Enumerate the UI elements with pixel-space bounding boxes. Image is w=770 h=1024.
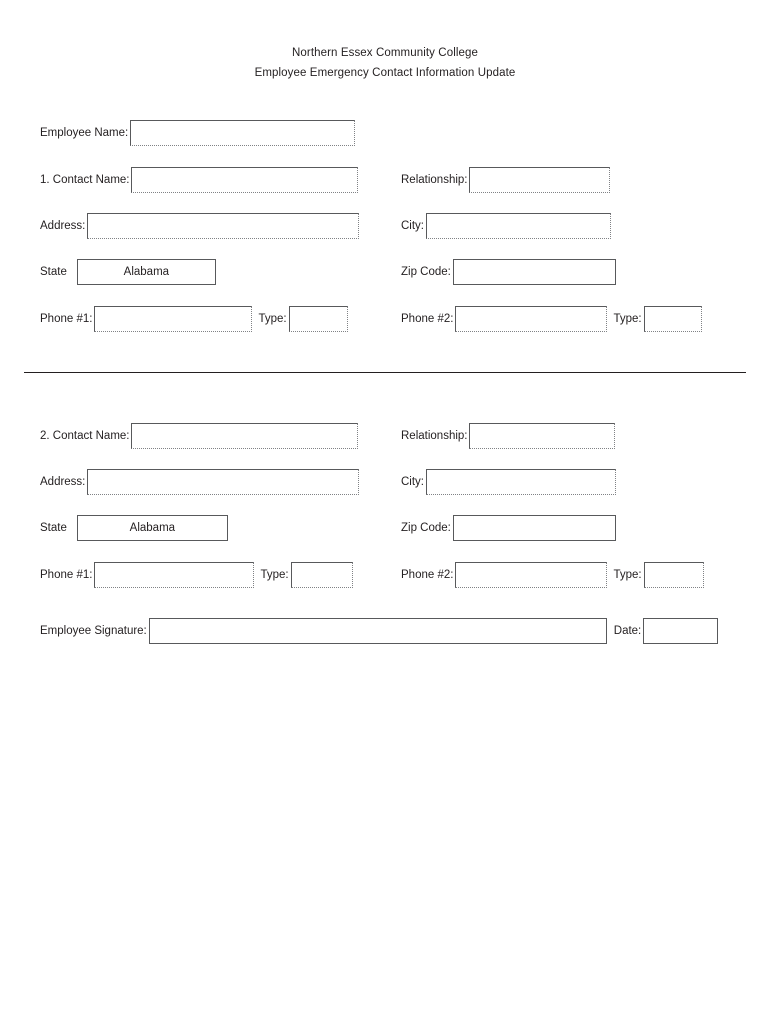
contact2-phone1-type-label: Type:: [260, 569, 289, 581]
contact1-phone2-input[interactable]: [455, 306, 608, 332]
contact2-city-label: City:: [401, 476, 424, 488]
contact1-phone1-label: Phone #1:: [40, 313, 93, 325]
contact2-name-label: 2. Contact Name:: [40, 430, 130, 442]
contact2-zip-label: Zip Code:: [401, 522, 451, 534]
contact2-phone1-label: Phone #1:: [40, 569, 93, 581]
contact1-address-label: Address:: [40, 220, 86, 232]
contact1-address-input[interactable]: [87, 213, 360, 239]
contact1-zip-label: Zip Code:: [401, 266, 451, 278]
contact2-phone2-row: Phone #2: Type:: [401, 562, 704, 588]
contact2-zip-input[interactable]: [452, 515, 616, 541]
contact2-address-label: Address:: [40, 476, 86, 488]
contact1-state-row: State Alabama: [40, 259, 216, 285]
document-header: Northern Essex Community College Employe…: [0, 45, 770, 81]
college-name: Northern Essex Community College: [292, 47, 478, 59]
contact1-phone1-input[interactable]: [94, 306, 253, 332]
contact2-phone1-row: Phone #1: Type:: [40, 562, 353, 588]
contact1-state-value: Alabama: [123, 266, 170, 278]
signature-label: Employee Signature:: [40, 625, 147, 637]
contact1-state-select[interactable]: Alabama: [76, 259, 216, 285]
contact2-relationship-input[interactable]: [469, 423, 616, 449]
contact2-name-row: 2. Contact Name:: [40, 423, 359, 449]
contact1-phone2-row: Phone #2: Type:: [401, 306, 702, 332]
contact2-state-value: Alabama: [129, 522, 176, 534]
contact2-state-row: State Alabama: [40, 515, 228, 541]
contact2-phone1-input[interactable]: [94, 562, 255, 588]
signature-row: Employee Signature: Date:: [40, 618, 719, 644]
contact1-name-label: 1. Contact Name:: [40, 174, 130, 186]
contact2-relationship-label: Relationship:: [401, 430, 468, 442]
contact1-address-row: Address:: [40, 213, 360, 239]
contact1-phone1-type-label: Type:: [258, 313, 287, 325]
contact2-phone2-input[interactable]: [455, 562, 608, 588]
contact1-phone1-type-input[interactable]: [288, 306, 348, 332]
contact1-city-row: City:: [401, 213, 611, 239]
contact2-address-row: Address:: [40, 469, 360, 495]
contact1-name-input[interactable]: [131, 167, 359, 193]
form-title: Employee Emergency Contact Information U…: [254, 67, 516, 79]
contact1-phone2-type-input[interactable]: [643, 306, 702, 332]
employee-name-row: Employee Name:: [40, 120, 356, 146]
contact2-zip-row: Zip Code:: [401, 515, 616, 541]
contact1-zip-row: Zip Code:: [401, 259, 616, 285]
contact1-relationship-input[interactable]: [469, 167, 611, 193]
employee-name-label: Employee Name:: [40, 127, 129, 139]
contact1-city-input[interactable]: [426, 213, 611, 239]
section-divider: [24, 372, 746, 373]
contact1-phone2-label: Phone #2:: [401, 313, 454, 325]
date-input[interactable]: [643, 618, 719, 644]
contact1-relationship-label: Relationship:: [401, 174, 468, 186]
signature-input[interactable]: [148, 618, 607, 644]
contact2-city-row: City:: [401, 469, 616, 495]
contact1-zip-input[interactable]: [452, 259, 616, 285]
contact1-city-label: City:: [401, 220, 424, 232]
contact1-state-label: State: [40, 266, 67, 278]
contact2-name-input[interactable]: [131, 423, 359, 449]
contact2-phone2-type-input[interactable]: [643, 562, 704, 588]
contact2-phone2-type-label: Type:: [613, 569, 642, 581]
contact1-phone2-type-label: Type:: [613, 313, 642, 325]
contact1-phone1-row: Phone #1: Type:: [40, 306, 348, 332]
contact1-name-row: 1. Contact Name:: [40, 167, 359, 193]
contact2-state-label: State: [40, 522, 67, 534]
contact2-address-input[interactable]: [87, 469, 360, 495]
contact2-relationship-row: Relationship:: [401, 423, 616, 449]
contact2-city-input[interactable]: [426, 469, 616, 495]
contact2-phone1-type-input[interactable]: [290, 562, 353, 588]
date-label: Date:: [613, 625, 642, 637]
employee-name-input[interactable]: [130, 120, 356, 146]
contact2-phone2-label: Phone #2:: [401, 569, 454, 581]
contact1-relationship-row: Relationship:: [401, 167, 611, 193]
contact2-state-select[interactable]: Alabama: [76, 515, 228, 541]
